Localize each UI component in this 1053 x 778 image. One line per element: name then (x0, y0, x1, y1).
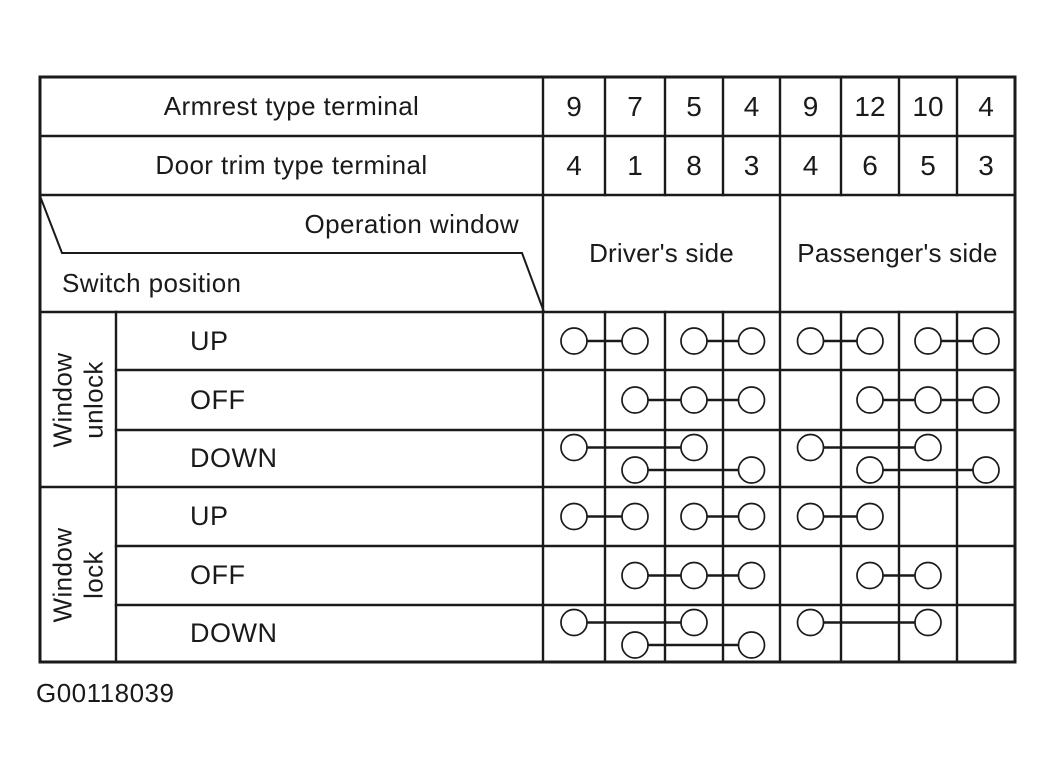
terminal-contact-circle (856, 561, 884, 590)
armrest-terminal-value: 12 (854, 90, 886, 122)
terminal-contact-circle (560, 327, 588, 355)
terminal-contact-circle (737, 631, 766, 659)
armrest-terminal-row-label: Armrest type terminal (163, 91, 420, 121)
group-label-line: unlock (78, 360, 108, 439)
terminal-contact-circle (737, 327, 766, 355)
terminal-contact-circle (914, 608, 942, 637)
operation-window-label: Operation window (304, 208, 519, 239)
terminal-contact-circle (680, 502, 708, 531)
terminal-contact-circle (914, 386, 942, 414)
terminal-contact-circle (796, 327, 825, 355)
switch-position-up: UP (190, 501, 229, 531)
door-trim-terminal-value: 5 (920, 149, 936, 181)
group-label-line: lock (78, 550, 108, 599)
terminal-contact-circle (621, 386, 649, 414)
terminal-contact-circle (737, 561, 766, 590)
terminal-contact-circle (737, 502, 766, 531)
terminal-contact-circle (737, 456, 766, 484)
armrest-terminal-value: 9 (802, 90, 819, 122)
terminal-contact-circle (856, 386, 884, 414)
terminal-contact-circle (621, 456, 649, 484)
door-trim-terminal-value: 8 (686, 149, 702, 181)
terminal-contact-circle (680, 327, 708, 355)
figure-code: G00118039 (36, 678, 175, 708)
switch-position-down: DOWN (190, 443, 278, 473)
drivers-side-header: Driver's side (589, 238, 734, 268)
terminal-contact-circle (972, 456, 1000, 484)
terminal-contact-circle (796, 608, 825, 637)
terminal-contact-circle (914, 561, 942, 590)
door-trim-terminal-value: 4 (566, 149, 582, 181)
armrest-terminal-value: 10 (912, 90, 944, 122)
switch-position-up: UP (190, 325, 229, 356)
terminal-contact-circle (621, 327, 649, 355)
switch-position-off: OFF (190, 560, 246, 590)
corner-diagonal-divider (39, 195, 545, 313)
continuity-diagram (560, 327, 1000, 659)
terminal-contact-circle (680, 561, 708, 590)
window-unlock-group-label: Window unlock (40, 312, 116, 487)
terminal-contact-circle (856, 327, 884, 355)
terminal-contact-circle (972, 327, 1000, 355)
terminal-contact-circle (621, 561, 649, 590)
switch-position-off: OFF (190, 384, 246, 415)
armrest-terminal-value: 4 (978, 90, 994, 122)
window-lock-group-label: Window lock (40, 487, 116, 662)
terminal-contact-circle (680, 386, 708, 414)
armrest-terminal-value: 9 (566, 90, 582, 122)
armrest-terminal-value: 4 (743, 90, 760, 122)
terminal-contact-circle (621, 502, 649, 531)
terminal-contact-circle (680, 608, 708, 637)
group-label-line: Window (47, 527, 77, 622)
terminal-contact-circle (737, 386, 766, 414)
armrest-terminal-value: 5 (686, 90, 702, 122)
switch-position-down: DOWN (190, 618, 278, 648)
door-trim-terminal-row-label: Door trim type terminal (155, 150, 428, 180)
terminal-contact-circle (621, 631, 649, 659)
door-trim-terminal-value: 4 (802, 149, 819, 181)
group-label-line: Window (47, 352, 77, 447)
terminal-contact-circle (560, 433, 588, 462)
terminal-contact-circle (560, 502, 588, 531)
door-trim-terminal-value: 6 (862, 149, 878, 181)
armrest-terminal-value: 7 (627, 90, 643, 122)
door-trim-terminal-value: 3 (978, 149, 994, 181)
terminal-contact-circle (914, 433, 942, 462)
passengers-side-header: Passenger's side (797, 238, 998, 268)
terminal-contact-circle (856, 456, 884, 484)
terminal-contact-circle (680, 433, 708, 462)
terminal-contact-circle (972, 386, 1000, 414)
door-trim-terminal-value: 3 (743, 149, 760, 181)
door-trim-terminal-value: 1 (627, 149, 643, 181)
terminal-contact-circle (914, 327, 942, 355)
terminal-contact-circle (560, 608, 588, 637)
terminal-contact-circle (796, 433, 825, 462)
terminal-contact-circle (796, 502, 825, 531)
switch-position-label: Switch position (62, 267, 242, 298)
terminal-contact-circle (856, 502, 884, 531)
